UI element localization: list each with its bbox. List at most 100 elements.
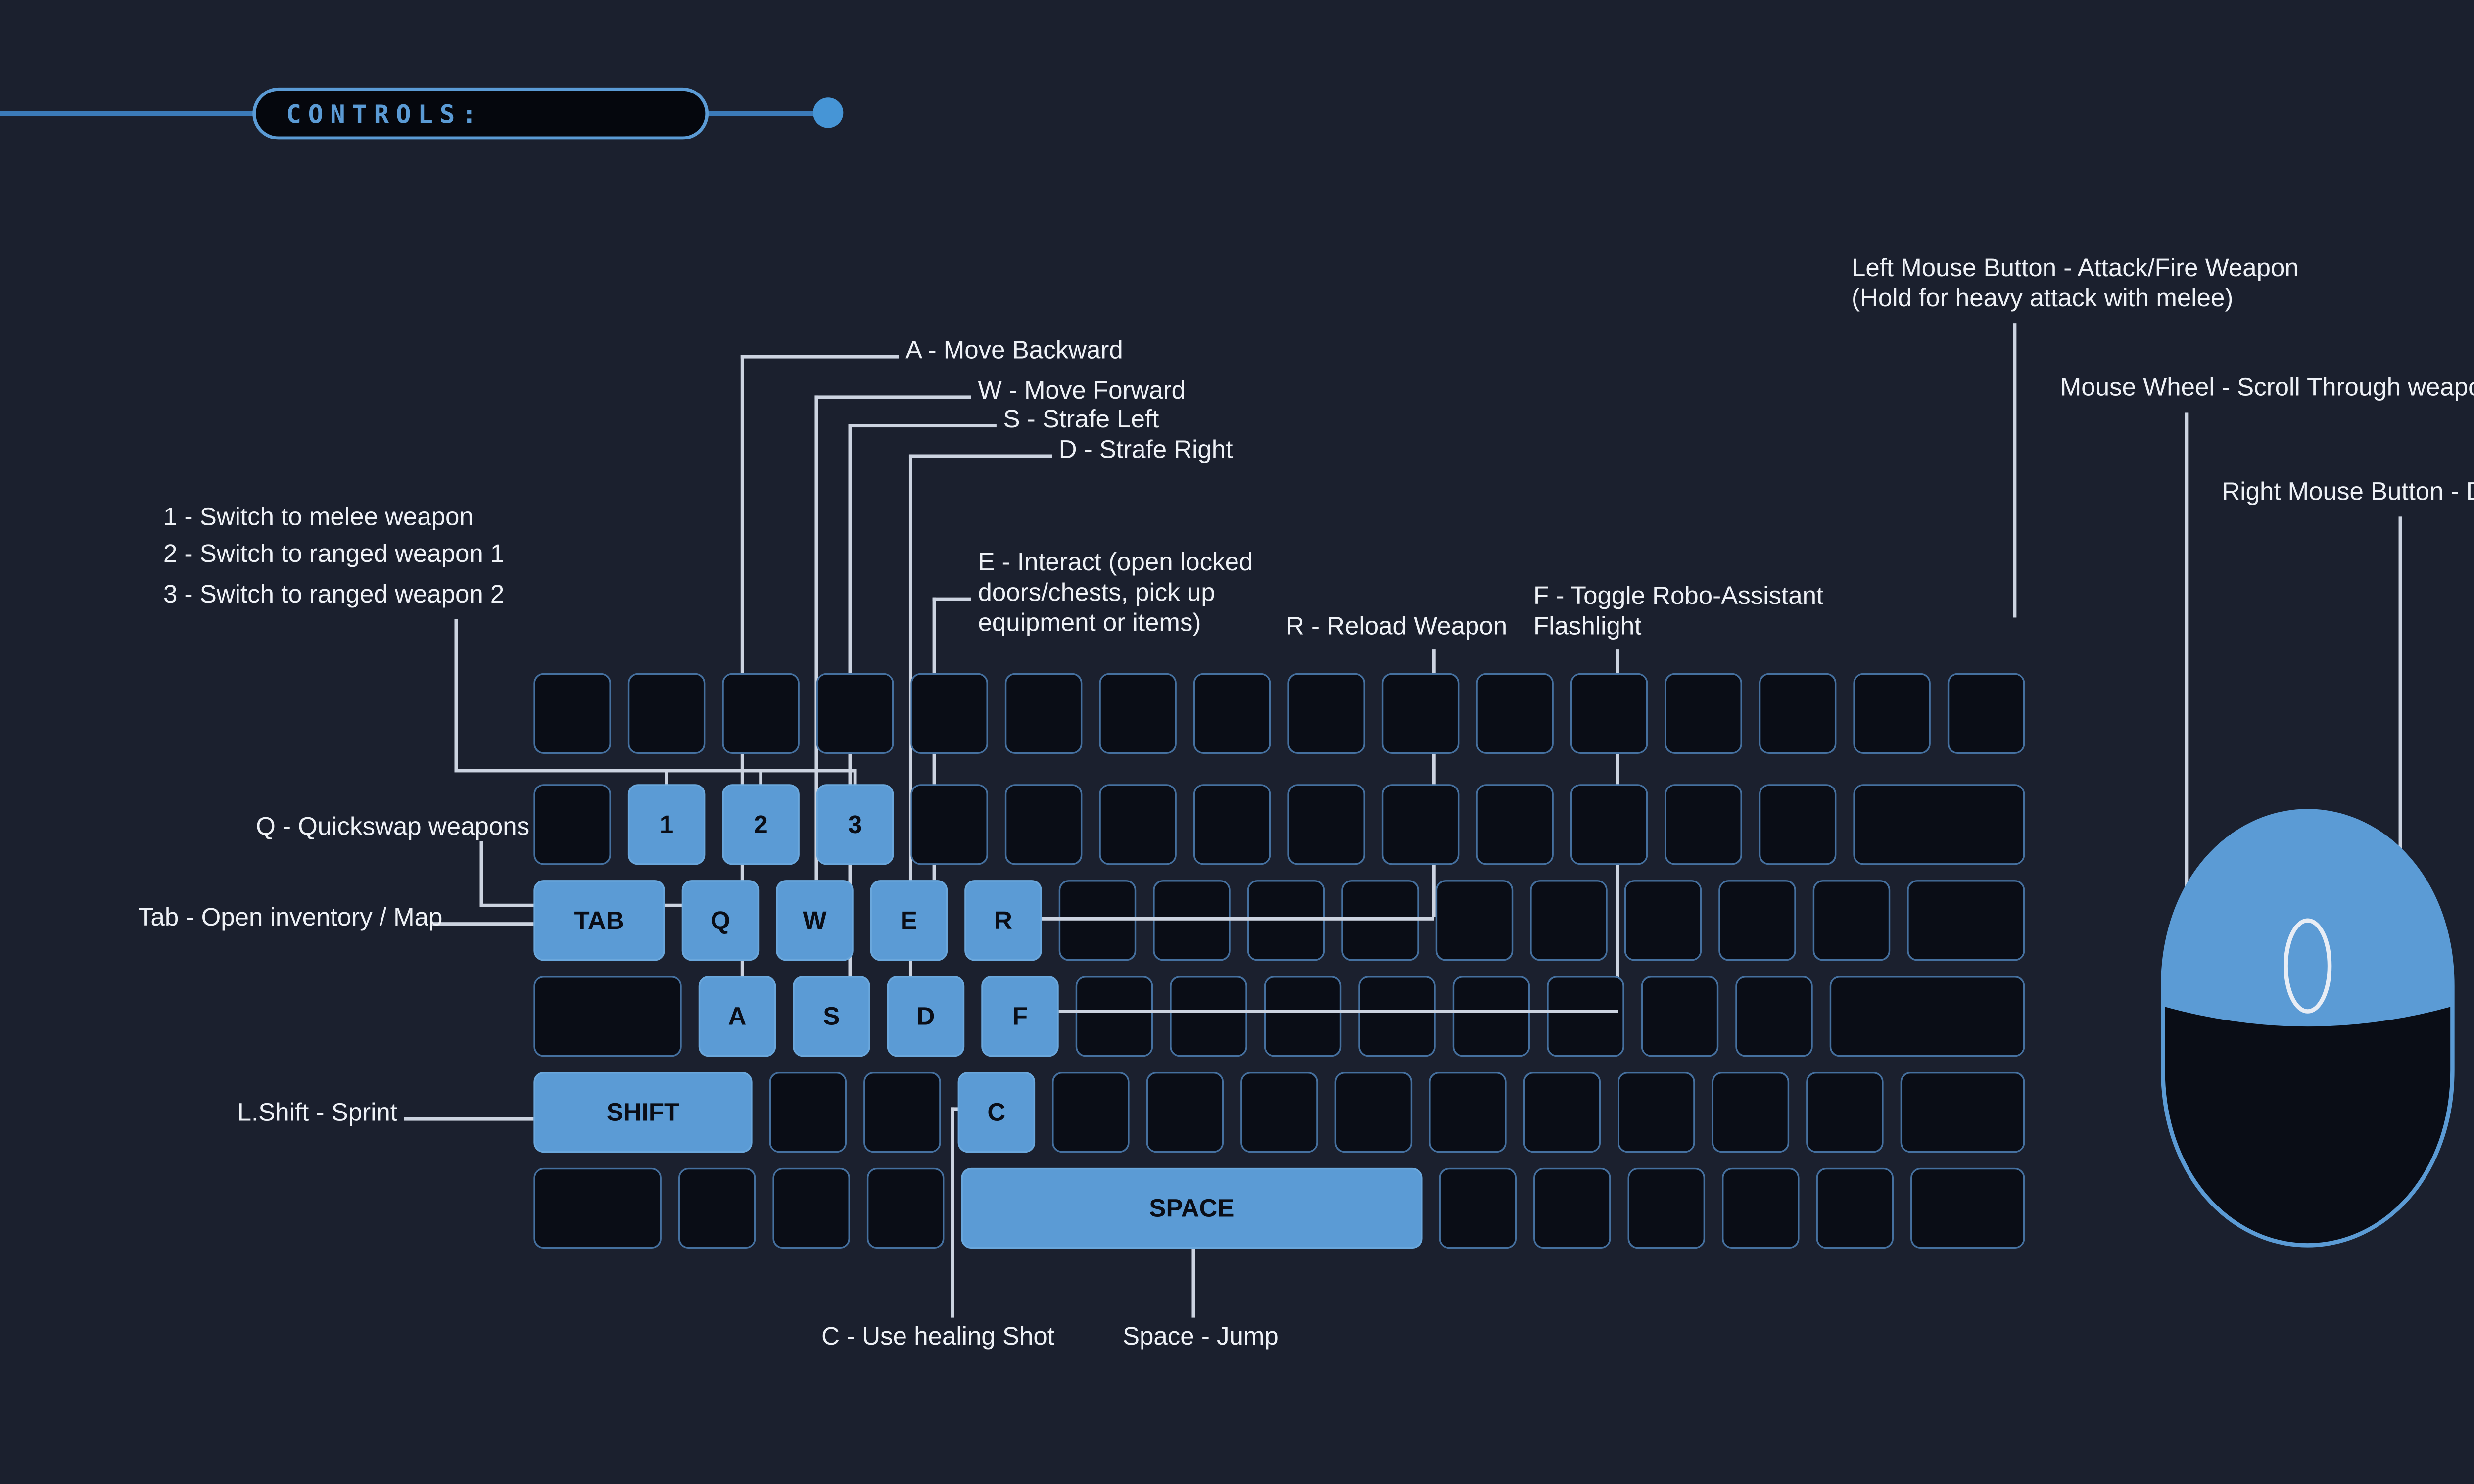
key-blank: [678, 1167, 756, 1249]
key-blank: [1004, 673, 1083, 754]
key-blank: [1334, 1071, 1413, 1153]
key-blank: [533, 784, 611, 865]
mouse-wheel: [2284, 918, 2332, 1014]
key-blank: [772, 1167, 850, 1249]
key-blank: [1058, 880, 1137, 961]
key-blank: [533, 976, 682, 1057]
connector-line: [454, 769, 857, 772]
key-blank: [1287, 784, 1365, 865]
connector-line: [432, 922, 534, 925]
key-blank: [1452, 976, 1530, 1057]
key-c: C: [957, 1071, 1036, 1153]
connector-line: [951, 1107, 954, 1318]
key-f: F: [981, 976, 1059, 1057]
connector-line: [404, 1117, 534, 1120]
key-blank: [1722, 1167, 1800, 1249]
connector-line: [740, 355, 899, 358]
connector-line: [1191, 1249, 1194, 1318]
key-blank: [1476, 784, 1554, 865]
key-blank: [769, 1071, 847, 1153]
connector-line: [1058, 1010, 1618, 1013]
key-blank: [1907, 880, 2025, 961]
key-blank: [1476, 673, 1554, 754]
key-blank: [1099, 784, 1177, 865]
key-blank: [1570, 784, 1648, 865]
connector-line: [2185, 412, 2188, 909]
key-w: W: [776, 880, 854, 961]
key-blank: [1759, 673, 1837, 754]
key-blank: [1665, 673, 1742, 754]
key-blank: [1947, 673, 2025, 754]
key-blank: [1264, 976, 1342, 1057]
connector-line: [1042, 917, 1434, 920]
key-blank: [1247, 880, 1325, 961]
connector-line: [454, 619, 457, 769]
key-blank: [1665, 784, 1742, 865]
key-blank: [1004, 784, 1083, 865]
key-blank: [1358, 976, 1436, 1057]
key-blank: [1240, 1071, 1318, 1153]
connector-line: [814, 395, 817, 881]
key-blank: [1806, 1071, 1884, 1153]
key-blank: [1170, 976, 1247, 1057]
key-blank: [1530, 880, 1608, 961]
key-blank: [1146, 1071, 1224, 1153]
key-blank: [627, 673, 706, 754]
key-blank: [1341, 880, 1419, 961]
connector-line: [951, 1107, 963, 1110]
key-a: A: [698, 976, 776, 1057]
connector-line: [740, 355, 743, 976]
key-blank: [1759, 784, 1837, 865]
key-blank: [722, 673, 800, 754]
key-blank: [1193, 784, 1271, 865]
key-1: 1: [627, 784, 706, 865]
key-blank: [1153, 880, 1231, 961]
key-blank: [533, 1167, 662, 1249]
key-blank: [1735, 976, 1813, 1057]
connector-line: [759, 769, 762, 786]
key-e: E: [870, 880, 948, 961]
key-blank: [1618, 1071, 1695, 1153]
key-blank: [1910, 1167, 2025, 1249]
key-blank: [816, 673, 894, 754]
key-blank: [1718, 880, 1796, 961]
connector-line: [479, 841, 482, 906]
connector-line: [1432, 649, 1435, 917]
key-blank: [863, 1071, 941, 1153]
key-d: D: [887, 976, 965, 1057]
connector-line: [2013, 323, 2016, 618]
key-tab: TAB: [533, 880, 665, 961]
key-2: 2: [722, 784, 800, 865]
connector-line: [665, 769, 667, 786]
key-blank: [910, 784, 988, 865]
connector-line: [853, 769, 856, 786]
key-space: SPACE: [961, 1167, 1423, 1249]
key-blank: [1429, 1071, 1507, 1153]
key-blank: [866, 1167, 945, 1249]
key-blank: [1829, 976, 2025, 1057]
key-blank: [1547, 976, 1624, 1057]
key-s: S: [793, 976, 870, 1057]
key-blank: [1381, 784, 1460, 865]
key-blank: [1900, 1071, 2025, 1153]
connector-line: [908, 454, 1052, 457]
key-blank: [1627, 1167, 1706, 1249]
key-blank: [1193, 673, 1271, 754]
key-blank: [1075, 976, 1153, 1057]
connector-line: [932, 597, 971, 600]
key-3: 3: [816, 784, 894, 865]
key-blank: [1853, 784, 2025, 865]
connector-line: [2398, 516, 2401, 850]
connector-line: [814, 395, 971, 398]
key-blank: [910, 673, 988, 754]
key-blank: [1099, 673, 1177, 754]
key-blank: [1816, 1167, 1894, 1249]
key-blank: [1712, 1071, 1790, 1153]
key-blank: [1439, 1167, 1517, 1249]
key-blank: [1853, 673, 1931, 754]
key-blank: [1812, 880, 1891, 961]
connector-line: [848, 424, 997, 427]
